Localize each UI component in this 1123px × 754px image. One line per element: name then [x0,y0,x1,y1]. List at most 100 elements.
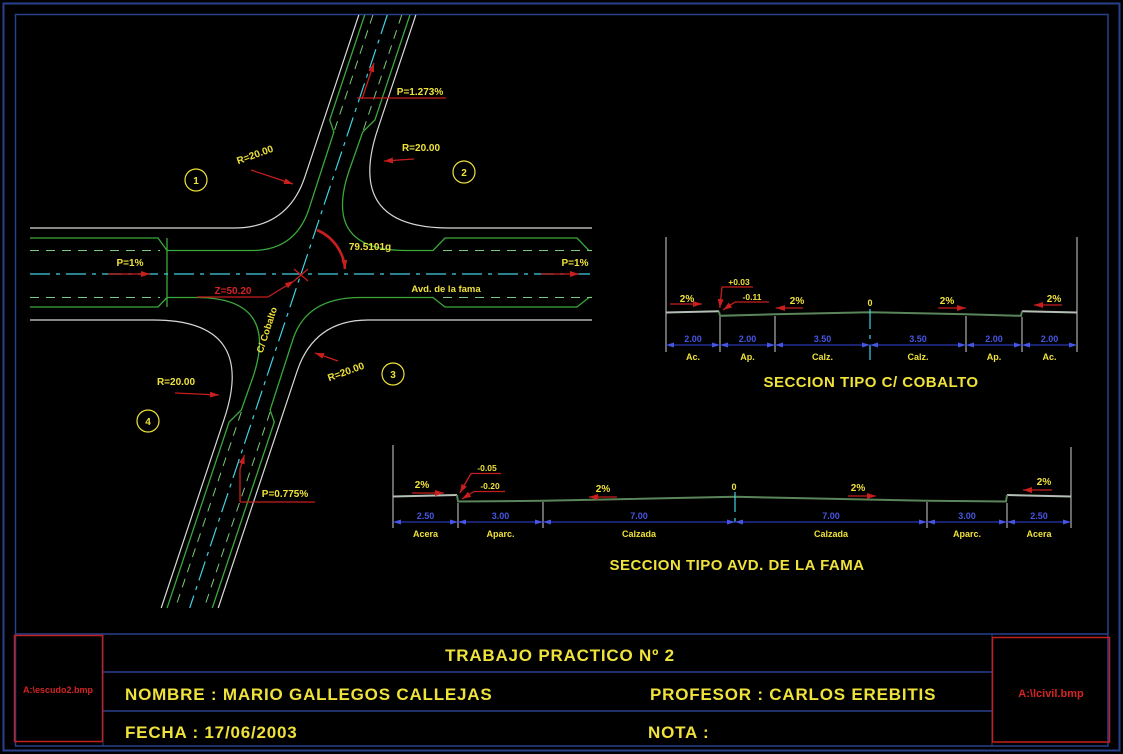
sidewalk-edges [30,14,592,609]
stamp-cell-right [991,636,1111,743]
zone-label: Ac. [1042,352,1056,362]
corner-bubble-4 [136,409,160,433]
radius-arrow [174,391,220,398]
slope-2pct: 2% [1047,294,1062,305]
zone-label: Acera [1026,529,1052,539]
student-name: NOMBRE : MARIO GALLEGOS CALLEJAS [125,685,493,704]
grade-field: NOTA : [648,723,709,742]
slope-2pct: 2% [790,296,805,307]
inner-border [14,13,1109,747]
angle-label: 79.5101g [349,242,391,253]
stamp-path-left: A:\escudo2.bmp [23,685,94,695]
road-edge [369,14,592,229]
dim-value: 2.00 [684,334,702,344]
radius-label-3: R=20.00 [326,361,366,385]
dim-value: 2.50 [1030,511,1048,521]
level-label-top: -0.05 [477,463,497,473]
zone-label: Ac. [686,352,700,362]
street-name-horizontal: Avd. de la fama [411,284,481,295]
zone-label: Ap. [740,352,755,362]
corner-bubble-1 [184,168,208,192]
dim-value: 7.00 [822,511,840,521]
level-label-bottom: -0.11 [743,292,762,302]
plan-labels: P=1.273% R=20.00 R=20.00 1 2 79.5101g P=… [117,87,589,500]
radius-label-2: R=20.00 [402,143,441,154]
radius-label-4: R=20.00 [157,377,196,388]
slope-label-right: P=1% [562,258,589,269]
zone-label: Aparc. [486,529,514,539]
dim-value: 3.00 [492,511,510,521]
lane-marking [203,411,271,609]
curb-line [341,14,592,252]
dim-value: 3.50 [814,334,832,344]
level-label-top: +0.03 [728,277,750,287]
dimension-extension-lines [457,502,1008,528]
axis-zero-label: 0 [731,482,736,492]
road-edge [30,319,233,609]
elevation-label: Z=50.20 [215,286,252,297]
level-leader [459,473,472,494]
angle-arc [316,228,348,270]
fama-red-annotations [412,472,1052,500]
intersection-x-mark [293,268,309,282]
cobalto-red-annotations [670,286,1062,311]
lane-marking [174,411,242,609]
slope-label-left: P=1% [117,258,144,269]
slope-2pct: 2% [851,483,866,494]
zone-label: Calz. [812,352,833,362]
dim-value: 2.00 [1041,334,1059,344]
plan-red-annotations [108,62,579,503]
section-cobalto: 0 2% 2% 2% 2% +0.03 -0.11 2.00 2.00 3.50… [665,237,1078,391]
corner-bubble-2 [452,160,476,184]
elevation-leader [267,280,295,298]
section-end-lines [665,237,1078,352]
zone-label: Calzada [622,529,657,539]
slope-2pct: 2% [415,480,430,491]
roadway-profile [456,494,1008,503]
radius-arrow [314,352,339,362]
corner-number-3: 3 [390,370,396,381]
dim-value: 2.00 [985,334,1003,344]
zone-label: Acera [413,529,439,539]
zone-label: Aparc. [953,529,981,539]
slope-2pct: 2% [680,294,695,305]
plan-view: P=1.273% R=20.00 R=20.00 1 2 79.5101g P=… [30,14,592,609]
curb-line [30,14,366,252]
corner-number-4: 4 [145,417,151,428]
level-leader [461,490,475,500]
level-label-bottom: -0.20 [480,481,500,491]
stamp-path-right: A:\lcivil.bmp [1018,688,1084,700]
lane-markings [30,14,592,609]
lane-marking [362,14,403,131]
sidewalk-profile [392,494,1072,498]
dim-value: 2.00 [739,334,757,344]
zone-label: Calzada [814,529,849,539]
lane-marking [334,14,374,131]
corner-number-2: 2 [461,168,467,179]
road-edge [30,14,360,229]
dim-value: 3.50 [909,334,927,344]
sidewalk-profile [665,310,1078,314]
date-field: FECHA : 17/06/2003 [125,723,298,742]
slope-label-top: P=1.273% [397,87,444,98]
section-end-lines [392,445,1072,528]
stamp-cell-left [13,634,104,743]
section-title: SECCION TIPO C/ COBALTO [763,374,978,391]
drawing-title: TRABAJO PRACTICO Nº 2 [445,646,675,665]
section-fama: 0 2% 2% 2% 2% -0.05 -0.20 2.50 3.00 7.00… [392,445,1072,574]
curb-line [211,296,592,609]
slope-arrow [238,454,246,502]
professor-name: PROFESOR : CARLOS EREBITIS [650,685,936,704]
radius-label-1: R=20.00 [235,144,275,168]
radius-arrow [250,169,294,185]
dimension-extension-lines [719,316,1023,352]
level-leader [722,301,736,311]
section-title: SECCION TIPO AVD. DE LA FAMA [609,557,864,574]
zone-label: Calz. [907,352,928,362]
slope-2pct: 2% [1037,477,1052,488]
curb-line [30,296,261,609]
title-block: A:\escudo2.bmp A:\lcivil.bmp TRABAJO PRA… [13,633,1111,746]
